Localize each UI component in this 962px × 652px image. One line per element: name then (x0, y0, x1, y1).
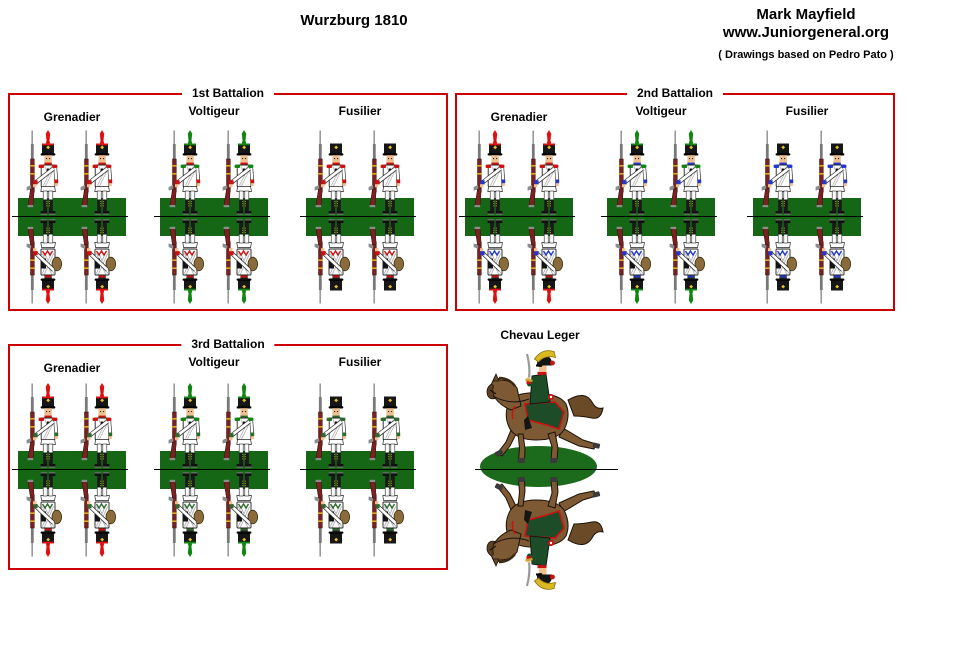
soldier-back-figure (78, 470, 124, 557)
soldier-front-figure (166, 383, 212, 470)
stand-base (607, 198, 715, 236)
stand-base (160, 198, 268, 236)
battalion-box-2: 2nd Battalion Grenadier Voltigeur Fusili… (455, 86, 895, 311)
website-text: www.Juniorgeneral.org (722, 24, 890, 41)
battalion-box-3: 3rd Battalion Grenadier Voltigeur Fusili… (8, 337, 448, 570)
soldier-back-figure (312, 470, 358, 557)
soldier-back-figure (220, 217, 266, 304)
soldier-front-figure (471, 130, 517, 217)
company-label-voltigeur: Voltigeur (188, 355, 240, 369)
soldier-front-figure (220, 130, 266, 217)
company-label-fusilier: Fusilier (338, 355, 382, 369)
soldier-back-figure (78, 217, 124, 304)
company-label-voltigeur: Voltigeur (188, 104, 240, 118)
stand-base (465, 198, 573, 236)
grenadier-stand (12, 130, 128, 304)
fold-line (747, 216, 863, 217)
soldier-front-figure (24, 383, 70, 470)
fold-line (12, 216, 128, 217)
page-title: Wurzburg 1810 (300, 12, 408, 29)
battalion-box-1: 1st Battalion Grenadier Voltigeur Fusili… (8, 86, 448, 311)
fold-line (475, 469, 618, 470)
soldier-front-figure (166, 130, 212, 217)
fusilier-stand (747, 130, 863, 304)
stand-base (18, 451, 126, 489)
grenadier-stand (12, 383, 128, 557)
cavalryman-figure (465, 350, 615, 470)
soldier-back-figure (166, 217, 212, 304)
soldier-front-figure (525, 130, 571, 217)
stand-base (18, 198, 126, 236)
soldier-front-figure (24, 130, 70, 217)
battalion-3-label: 3rd Battalion (181, 337, 275, 351)
soldier-back-figure (312, 217, 358, 304)
soldier-back-figure (471, 217, 517, 304)
soldier-back-figure (220, 470, 266, 557)
voltigeur-stand (154, 383, 270, 557)
soldier-back-figure (813, 217, 859, 304)
fusilier-stand (300, 383, 416, 557)
soldier-front-figure (813, 130, 859, 217)
soldier-front-figure (613, 130, 659, 217)
soldier-back-figure (613, 217, 659, 304)
stand-base (753, 198, 861, 236)
soldier-front-figure (366, 383, 412, 470)
fold-line (300, 469, 416, 470)
soldier-front-figure (78, 130, 124, 217)
company-label-voltigeur: Voltigeur (635, 104, 687, 118)
soldier-back-figure (166, 470, 212, 557)
fold-line (300, 216, 416, 217)
battalion-2-label: 2nd Battalion (626, 86, 724, 100)
stand-base (306, 198, 414, 236)
soldier-front-figure (312, 130, 358, 217)
soldier-front-figure (312, 383, 358, 470)
fold-line (12, 469, 128, 470)
soldier-back-figure (366, 470, 412, 557)
voltigeur-stand (601, 130, 717, 304)
grenadier-stand (459, 130, 575, 304)
soldier-back-figure (366, 217, 412, 304)
cavalry-unit (465, 350, 618, 590)
author-name: Mark Mayfield (756, 6, 856, 23)
soldier-front-figure (759, 130, 805, 217)
fold-line (154, 469, 270, 470)
fold-line (601, 216, 717, 217)
credit-text: ( Drawings based on Pedro Pato ) (718, 49, 894, 61)
soldier-front-figure (220, 383, 266, 470)
soldier-back-figure (24, 217, 70, 304)
soldier-back-figure (667, 217, 713, 304)
soldier-front-figure (78, 383, 124, 470)
stand-base (160, 451, 268, 489)
cavalry-label: Chevau Leger (500, 328, 580, 342)
battalion-1-label: 1st Battalion (181, 86, 275, 100)
fold-line (459, 216, 575, 217)
company-label-grenadier: Grenadier (490, 110, 548, 124)
soldier-back-figure (525, 217, 571, 304)
fusilier-stand (300, 130, 416, 304)
cavalryman-mirrored-figure (465, 470, 615, 590)
company-label-grenadier: Grenadier (43, 361, 101, 375)
company-label-grenadier: Grenadier (43, 110, 101, 124)
fold-line (154, 216, 270, 217)
company-label-fusilier: Fusilier (338, 104, 382, 118)
soldier-front-figure (667, 130, 713, 217)
soldier-back-figure (24, 470, 70, 557)
stand-base (306, 451, 414, 489)
soldier-front-figure (366, 130, 412, 217)
voltigeur-stand (154, 130, 270, 304)
soldier-back-figure (759, 217, 805, 304)
company-label-fusilier: Fusilier (785, 104, 829, 118)
author-block: Mark Mayfield www.Juniorgeneral.org ( Dr… (690, 6, 922, 61)
